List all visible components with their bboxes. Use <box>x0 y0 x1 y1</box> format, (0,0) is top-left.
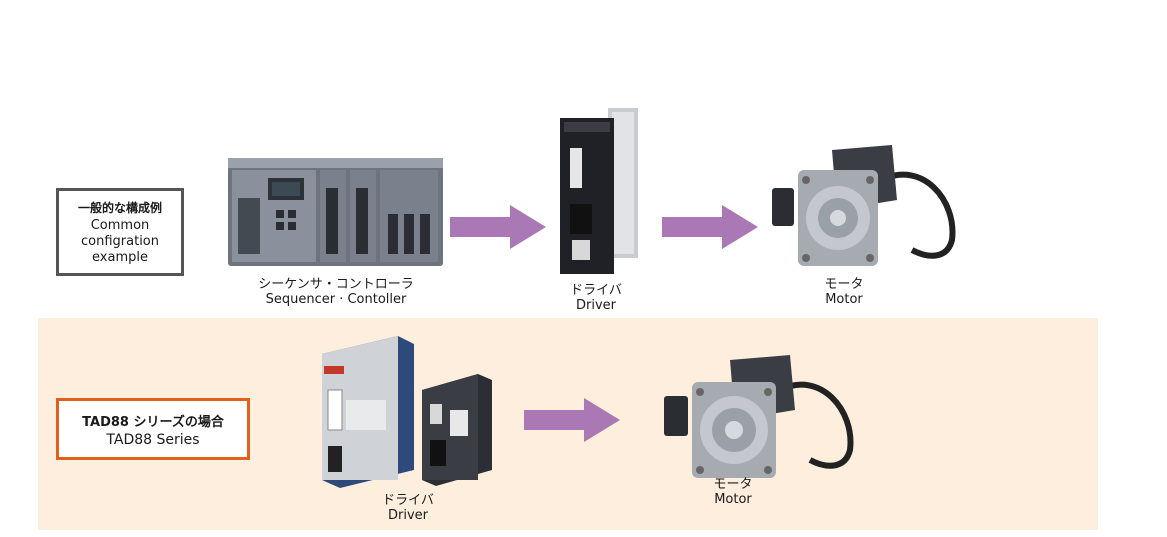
motor-bottom-label-jp: モータ <box>713 477 753 492</box>
driver-top-label-en: Driver <box>575 298 616 313</box>
driver-bottom-label-jp: ドライバ <box>382 493 434 508</box>
common-config-label-en: Common configration example <box>81 217 159 265</box>
arrow-controller-to-driver <box>450 205 546 249</box>
tad88-label-box: TAD88 シリーズの場合 TAD88 Series <box>56 398 250 460</box>
motor-top-label-en: Motor <box>825 292 863 307</box>
arrow-driver-to-motor-tad88 <box>524 398 620 442</box>
driver-bottom-label: ドライバ Driver <box>368 493 448 523</box>
driver-bottom-label-en: Driver <box>387 508 428 523</box>
motor-top-label: モータ Motor <box>804 277 884 307</box>
driver-top-label: ドライバ Driver <box>556 283 636 313</box>
common-config-label-jp: 一般的な構成例 <box>77 200 162 215</box>
driver-top-image <box>560 108 638 274</box>
arrow-driver-to-motor <box>662 205 758 249</box>
controller-image <box>228 158 443 266</box>
controller-label-jp: シーケンサ・コントローラ <box>258 277 414 292</box>
controller-label: シーケンサ・コントローラ Sequencer · Contoller <box>236 277 436 307</box>
motor-bottom-label-en: Motor <box>714 492 752 507</box>
tad88-label-jp: TAD88 シリーズの場合 <box>82 414 224 430</box>
driver-bottom-image <box>322 336 492 488</box>
tad88-label-en: TAD88 Series <box>106 431 200 448</box>
driver-top-label-jp: ドライバ <box>570 283 622 298</box>
common-config-label-box: 一般的な構成例 Common configration example <box>56 188 184 276</box>
motor-bottom-image <box>664 355 854 478</box>
motor-top-image <box>772 145 956 266</box>
motor-bottom-label: モータ Motor <box>693 477 773 507</box>
controller-label-en: Sequencer · Contoller <box>265 292 407 307</box>
motor-top-label-jp: モータ <box>824 277 864 292</box>
